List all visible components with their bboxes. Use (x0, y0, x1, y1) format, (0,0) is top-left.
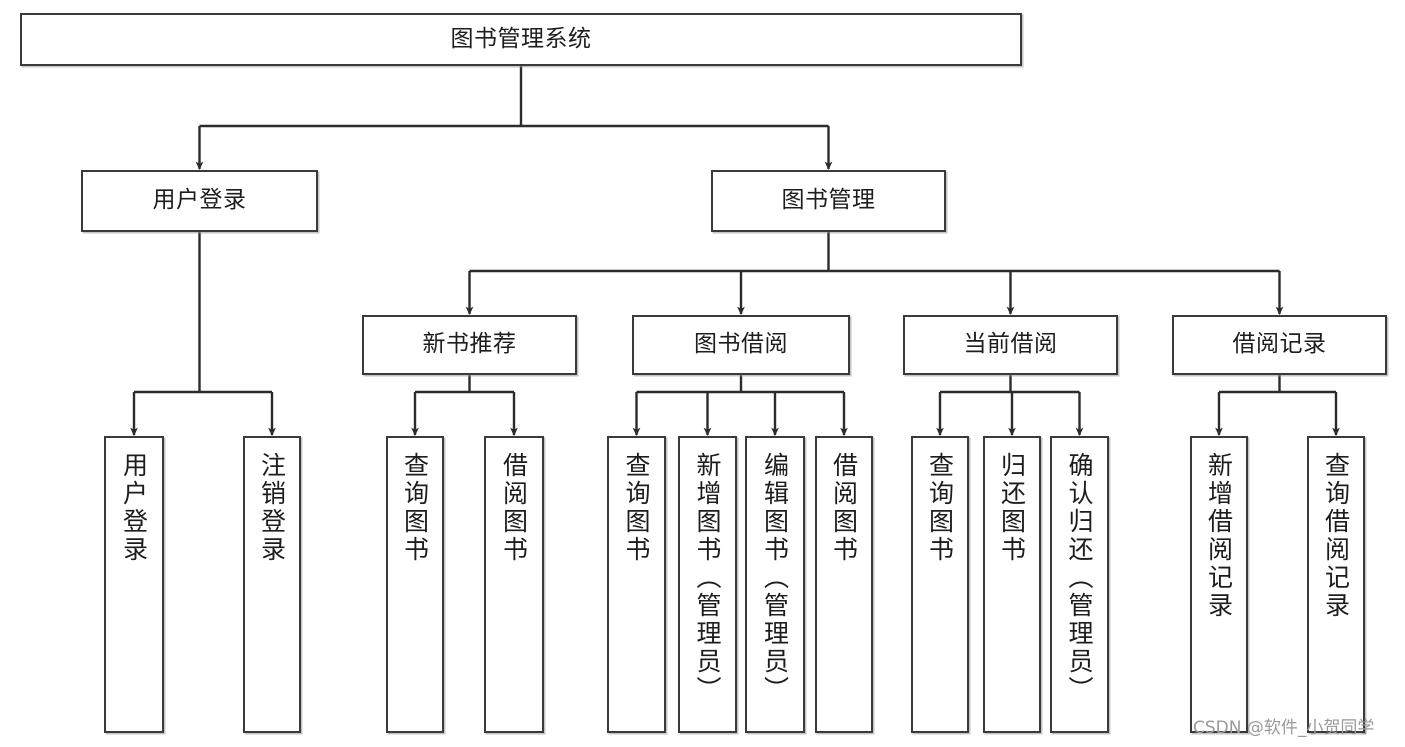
node-records[interactable]: 借阅记录 (1172, 315, 1387, 375)
node-label: 新增图书（管理员） (693, 452, 722, 704)
node-l-qbook2[interactable]: 查询图书 (607, 436, 666, 733)
node-bookmgmt[interactable]: 图书管理 (711, 170, 946, 232)
watermark-text: CSDN @软件_小贺同学 (1193, 718, 1375, 738)
node-label: 归还图书 (997, 452, 1027, 564)
node-label: 图书借阅 (694, 331, 788, 358)
node-l-qbook3[interactable]: 查询图书 (911, 436, 969, 733)
node-l-addbook[interactable]: 新增图书（管理员） (678, 436, 737, 733)
node-label: 编辑图书（管理员） (760, 452, 790, 704)
node-l-qbook1[interactable]: 查询图书 (386, 436, 444, 733)
node-label: 新书推荐 (422, 331, 517, 358)
node-l-bbook2[interactable]: 借阅图书 (815, 436, 873, 733)
node-label: 新增借阅记录 (1204, 452, 1234, 620)
node-label: 借阅图书 (829, 452, 859, 564)
node-label: 查询借阅记录 (1321, 452, 1351, 620)
node-l-return[interactable]: 归还图书 (983, 436, 1041, 733)
node-l-editbook[interactable]: 编辑图书（管理员） (745, 436, 805, 733)
node-root[interactable]: 图书管理系统 (20, 13, 1022, 66)
node-label: 借阅图书 (499, 452, 529, 564)
node-l-logout[interactable]: 注销登录 (243, 436, 301, 733)
node-label: 用户登录 (119, 452, 149, 564)
node-label: 当前借阅 (963, 331, 1058, 358)
node-label: 图书管理系统 (450, 25, 592, 52)
node-l-qrec[interactable]: 查询借阅记录 (1307, 436, 1365, 733)
node-label: 借阅记录 (1232, 331, 1327, 358)
node-l-login[interactable]: 用户登录 (104, 436, 164, 733)
node-l-bbook1[interactable]: 借阅图书 (484, 436, 544, 733)
node-newrec[interactable]: 新书推荐 (362, 315, 577, 375)
node-login[interactable]: 用户登录 (81, 170, 318, 232)
node-label: 查询图书 (925, 452, 955, 564)
node-l-addrec[interactable]: 新增借阅记录 (1190, 436, 1248, 733)
node-label: 用户登录 (152, 187, 247, 214)
node-label: 图书管理 (781, 187, 876, 214)
node-label: 注销登录 (257, 452, 287, 564)
node-label: 确认归还（管理员） (1065, 452, 1094, 704)
node-borrow[interactable]: 图书借阅 (632, 315, 850, 375)
node-current[interactable]: 当前借阅 (903, 315, 1118, 375)
node-label: 查询图书 (622, 452, 651, 564)
node-label: 查询图书 (400, 452, 430, 564)
node-l-confirm[interactable]: 确认归还（管理员） (1050, 436, 1109, 733)
